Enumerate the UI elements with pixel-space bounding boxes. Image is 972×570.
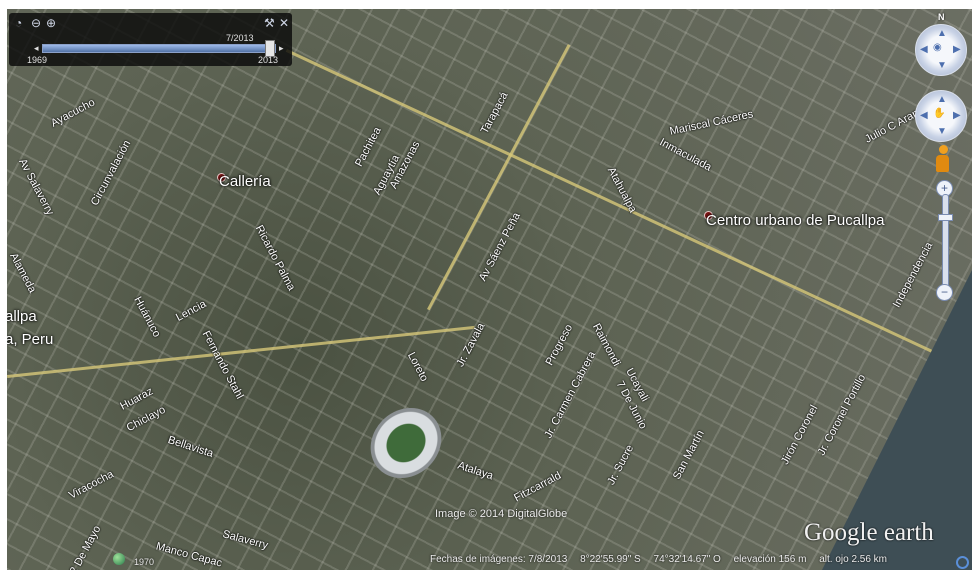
road-diag-2 — [427, 44, 571, 311]
time-slider-fill — [43, 45, 271, 52]
zoom-in-button[interactable]: + — [936, 180, 953, 197]
street-label: Pachitea — [353, 125, 384, 169]
street-label: Jirón Coronel — [779, 403, 821, 467]
arrow-left-icon[interactable]: ◀ — [920, 110, 928, 121]
street-label: Av Sáenz Peña — [476, 210, 523, 284]
zoom-in-time-icon[interactable]: ⊕ — [46, 16, 57, 30]
place-label-city: allpa — [7, 308, 37, 325]
zoom-out-time-icon[interactable]: ⊖ — [31, 16, 42, 30]
time-slider-track[interactable] — [42, 40, 276, 57]
arrow-up-icon[interactable]: ▲ — [937, 94, 947, 105]
settings-wrench-icon[interactable]: ⚒ — [264, 16, 275, 30]
street-label: Alameda — [7, 251, 39, 295]
bottom-left-year: 1970 — [134, 557, 155, 567]
zoom-out-button[interactable]: − — [936, 284, 953, 301]
status-bar: Fechas de imágenes: 7/8/2013 8°22'55.99"… — [430, 554, 897, 570]
imagery-date: Fechas de imágenes: 7/8/2013 — [430, 554, 568, 565]
arrow-left-icon[interactable]: ◀ — [920, 44, 928, 55]
street-label: Inmaculada — [657, 136, 714, 174]
pegman-icon[interactable] — [936, 145, 950, 173]
navigation-controls: N ◉ ▲ ▼ ◀ ▶ ✋ ▲ ▼ ◀ ▶ + − — [912, 12, 970, 302]
eye-icon: ◉ — [933, 42, 942, 53]
step-back-icon[interactable]: ◂ — [34, 43, 39, 53]
street-label: Viracocha — [67, 468, 116, 502]
street-label: Salaverry — [221, 528, 270, 552]
hand-icon: ✋ — [933, 108, 946, 119]
arrow-right-icon[interactable]: ▶ — [953, 110, 961, 121]
place-label-calleria[interactable]: Callería — [219, 173, 271, 190]
place-pin-pucallpa[interactable] — [704, 211, 713, 220]
stadium — [366, 408, 446, 478]
arrow-up-icon[interactable]: ▲ — [937, 28, 947, 39]
street-label: Bellavista — [166, 434, 215, 460]
clock-icon[interactable]: ◔ — [15, 16, 23, 30]
street-label: Fernando Stahl — [199, 328, 246, 402]
arrow-down-icon[interactable]: ▼ — [937, 60, 947, 71]
zoom-slider-thumb[interactable] — [938, 213, 953, 221]
current-date: 7/2013 — [226, 33, 254, 43]
street-label: Lencia — [174, 298, 209, 324]
zoom-slider-track[interactable] — [938, 194, 953, 296]
step-forward-icon[interactable]: ▸ — [279, 43, 284, 53]
eye-altitude: alt. ojo 2.56 km — [819, 554, 888, 565]
google-earth-logo: Google earth — [804, 519, 934, 546]
globe-icon — [113, 553, 125, 565]
north-label: N — [938, 12, 945, 22]
look-joystick[interactable]: ◉ ▲ ▼ ◀ ▶ — [915, 24, 967, 76]
street-label: Huánuco — [131, 294, 163, 340]
latitude: 8°22'55.99" S — [580, 554, 641, 565]
street-label: San Martín — [670, 428, 707, 482]
street-label: 2 De Mayo — [67, 523, 104, 570]
imagery-credit: Image © 2014 DigitalGlobe — [435, 508, 568, 520]
street-label: Mariscal Cáceres — [668, 108, 755, 138]
river-water — [822, 270, 972, 570]
street-label: Manco Capac — [154, 540, 224, 570]
elevation: elevación 156 m — [733, 554, 807, 565]
street-label: Loreto — [404, 350, 431, 384]
place-label-pucallpa[interactable]: Centro urbano de Pucallpa — [706, 212, 885, 229]
close-icon[interactable]: ✕ — [279, 16, 290, 30]
street-label: Circunvalación — [88, 138, 134, 208]
street-label: Ricardo Palma — [252, 223, 298, 293]
street-label: Atalaya — [456, 459, 495, 483]
street-label: Ayacucho — [48, 96, 98, 130]
start-year: 1969 — [27, 55, 48, 65]
move-joystick[interactable]: ✋ ▲ ▼ ◀ ▶ — [915, 90, 967, 142]
arrow-down-icon[interactable]: ▼ — [937, 126, 947, 137]
street-label: Progreso — [543, 322, 576, 368]
street-label: Fitzcarrald — [512, 469, 564, 505]
place-label-country: a, Peru — [7, 331, 54, 348]
place-pin-calleria[interactable] — [217, 173, 226, 182]
streaming-indicator-icon — [956, 556, 969, 569]
arrow-right-icon[interactable]: ▶ — [953, 44, 961, 55]
time-slider-thumb[interactable] — [265, 40, 276, 57]
street-label: Huaraz — [118, 385, 156, 413]
end-year: 2013 — [258, 55, 279, 65]
longitude: 74°32'14.67" O — [653, 554, 721, 565]
road-horizontal — [7, 325, 475, 378]
satellite-map[interactable]: Callería Centro urbano de Pucallpa allpa… — [7, 9, 972, 570]
street-label: Tarapacá — [478, 90, 511, 136]
street-label: Jr. Sucre — [605, 443, 637, 487]
street-label: Av Salaverry — [16, 156, 56, 218]
historical-imagery-timebar[interactable]: ◔ ⊖ ⊕ ⚒ ✕ 7/2013 ◂ ▸ 1969 2013 — [9, 13, 292, 66]
